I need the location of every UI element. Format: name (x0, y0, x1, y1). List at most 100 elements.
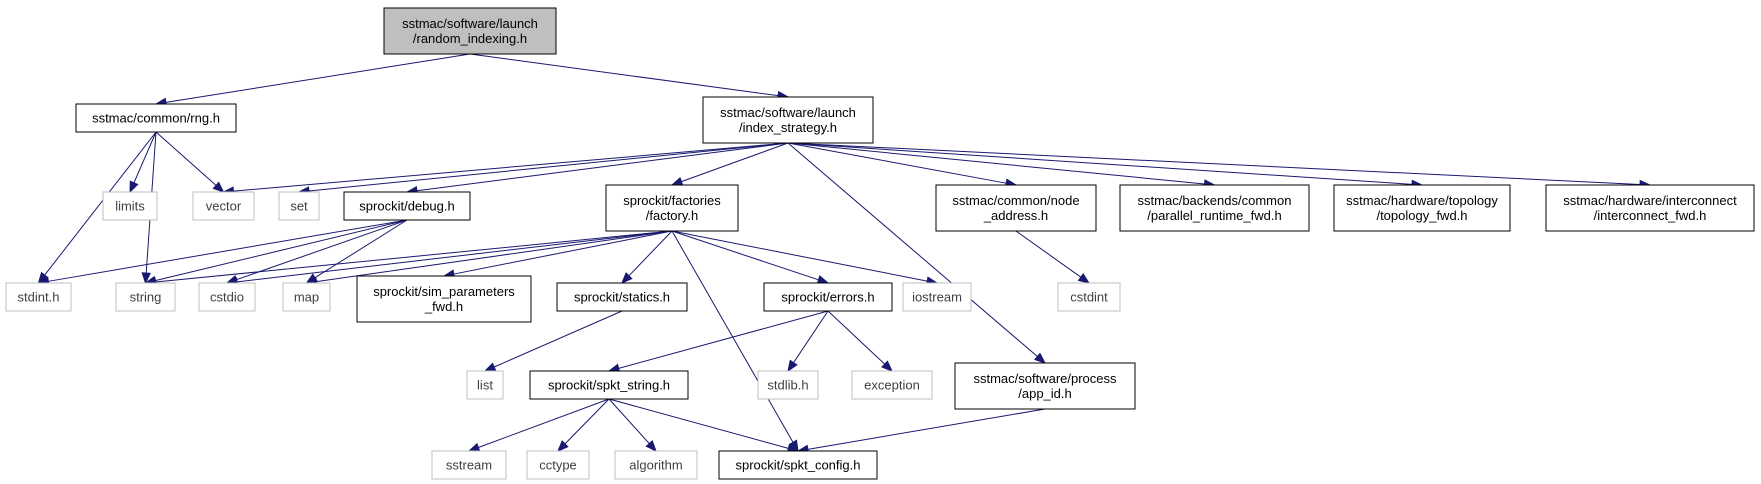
node-label-line: sstmac/software/process (973, 371, 1117, 386)
node-label-line: limits (115, 199, 145, 214)
node-label-line: map (294, 290, 319, 305)
node-label-line: /app_id.h (1018, 386, 1072, 401)
edge-factory-to-spkt_config (671, 230, 799, 453)
node-cstdint: cstdint (1057, 282, 1121, 312)
node-limits: limits (102, 191, 158, 221)
node-box (1119, 184, 1310, 232)
edge-rng-to-limits (129, 131, 157, 194)
nodes-layer: sstmac/software/launch/random_indexing.h… (5, 7, 1755, 480)
node-cctype: cctype (526, 450, 590, 480)
node-label-line: /parallel_runtime_fwd.h (1147, 208, 1281, 223)
node-algorithm: algorithm (614, 450, 698, 480)
node-label-line: sstmac/common/rng.h (92, 111, 220, 126)
node-random-indexing[interactable]: sstmac/software/launch/random_indexing.h (383, 7, 557, 55)
edge-spkt_string-to-algorithm (608, 398, 657, 452)
node-iostream: iostream (902, 282, 972, 312)
node-rng[interactable]: sstmac/common/rng.h (75, 103, 237, 133)
node-label-line: cctype (539, 458, 577, 473)
node-box (282, 282, 331, 312)
node-box (198, 282, 256, 312)
node-label-line: string (130, 290, 162, 305)
node-app-id[interactable]: sstmac/software/process/app_id.h (954, 362, 1136, 410)
node-label-line: _fwd.h (424, 299, 463, 314)
node-factory[interactable]: sprockit/factories/factory.h (605, 184, 739, 232)
node-label-line: /random_indexing.h (413, 31, 527, 46)
node-label-line: sstream (446, 458, 492, 473)
node-index-strategy[interactable]: sstmac/software/launch/index_strategy.h (702, 96, 874, 144)
node-label-line: sstmac/backends/common (1138, 193, 1292, 208)
edge-rng-to-vector (155, 131, 225, 193)
node-set: set (278, 191, 320, 221)
node-stdint: stdint.h (5, 282, 72, 312)
edge-index_strategy-to-app_id (787, 142, 1047, 364)
edge-index_strategy-to-factory (670, 142, 789, 186)
node-string: string (115, 282, 176, 312)
node-box (702, 96, 874, 144)
node-interconnect-fwd[interactable]: sstmac/hardware/interconnect/interconnec… (1545, 184, 1755, 232)
edge-factory-to-iostream (671, 230, 939, 286)
node-label-line: sstmac/software/launch (720, 105, 856, 120)
edge-index_strategy-to-topology_fwd (787, 142, 1424, 190)
node-box (902, 282, 972, 312)
node-label-line: _address.h (983, 208, 1048, 223)
node-box (383, 7, 557, 55)
node-box (192, 191, 255, 221)
node-map: map (282, 282, 331, 312)
node-label-line: sprockit/spkt_config.h (735, 458, 860, 473)
node-label-line: cstdint (1070, 290, 1108, 305)
node-label-line: vector (206, 199, 242, 214)
node-box (5, 282, 72, 312)
node-vector: vector (192, 191, 255, 221)
node-errors[interactable]: sprockit/errors.h (763, 282, 893, 312)
node-parallel-runtime[interactable]: sstmac/backends/common/parallel_runtime_… (1119, 184, 1310, 232)
edge-errors-to-stdlib (787, 310, 829, 373)
node-box (466, 370, 504, 400)
node-box (763, 282, 893, 312)
node-statics[interactable]: sprockit/statics.h (556, 282, 688, 312)
node-box (851, 370, 933, 400)
node-stdlib: stdlib.h (757, 370, 819, 400)
node-label-line: sprockit/factories (623, 193, 721, 208)
edge-spkt_string-to-cctype (557, 398, 610, 452)
node-label-line: sstmac/hardware/topology (1346, 193, 1498, 208)
node-box (75, 103, 237, 133)
node-box (102, 191, 158, 221)
node-box (605, 184, 739, 232)
node-label-line: exception (864, 378, 920, 393)
node-sim-parameters[interactable]: sprockit/sim_parameters_fwd.h (356, 275, 532, 323)
node-box (1333, 184, 1511, 232)
node-box (1057, 282, 1121, 312)
node-debug[interactable]: sprockit/debug.h (343, 191, 471, 221)
node-topology-fwd[interactable]: sstmac/hardware/topology/topology_fwd.h (1333, 184, 1511, 232)
edge-random_indexing-to-index_strategy (469, 53, 790, 101)
node-cstdio: cstdio (198, 282, 256, 312)
node-box (935, 184, 1097, 232)
node-box (529, 370, 689, 400)
node-label-line: cstdio (210, 290, 244, 305)
node-node-address[interactable]: sstmac/common/node_address.h (935, 184, 1097, 232)
edge-index_strategy-to-node_address (787, 142, 1018, 188)
edge-random_indexing-to-rng (154, 53, 471, 108)
node-label-line: iostream (912, 290, 962, 305)
node-box (526, 450, 590, 480)
node-label-line: sprockit/sim_parameters (373, 284, 515, 299)
edge-errors-to-exception (827, 310, 893, 372)
node-box (718, 450, 878, 480)
node-box (278, 191, 320, 221)
node-exception: exception (851, 370, 933, 400)
edge-node_address-to-cstdint (1015, 230, 1091, 284)
edge-errors-to-spkt_string (607, 310, 829, 373)
node-label-line: list (477, 378, 493, 393)
node-box (343, 191, 471, 221)
edge-index_strategy-to-parallel_runtime (787, 142, 1216, 189)
node-box (1545, 184, 1755, 232)
node-label-line: stdlib.h (767, 378, 808, 393)
edge-debug-to-cstdio (225, 219, 408, 285)
node-box (614, 450, 698, 480)
node-spkt-config[interactable]: sprockit/spkt_config.h (718, 450, 878, 480)
edges-layer (37, 53, 1652, 454)
node-label-line: sstmac/hardware/interconnect (1563, 193, 1737, 208)
node-spkt-string[interactable]: sprockit/spkt_string.h (529, 370, 689, 400)
node-box (556, 282, 688, 312)
node-label-line: /factory.h (646, 208, 699, 223)
